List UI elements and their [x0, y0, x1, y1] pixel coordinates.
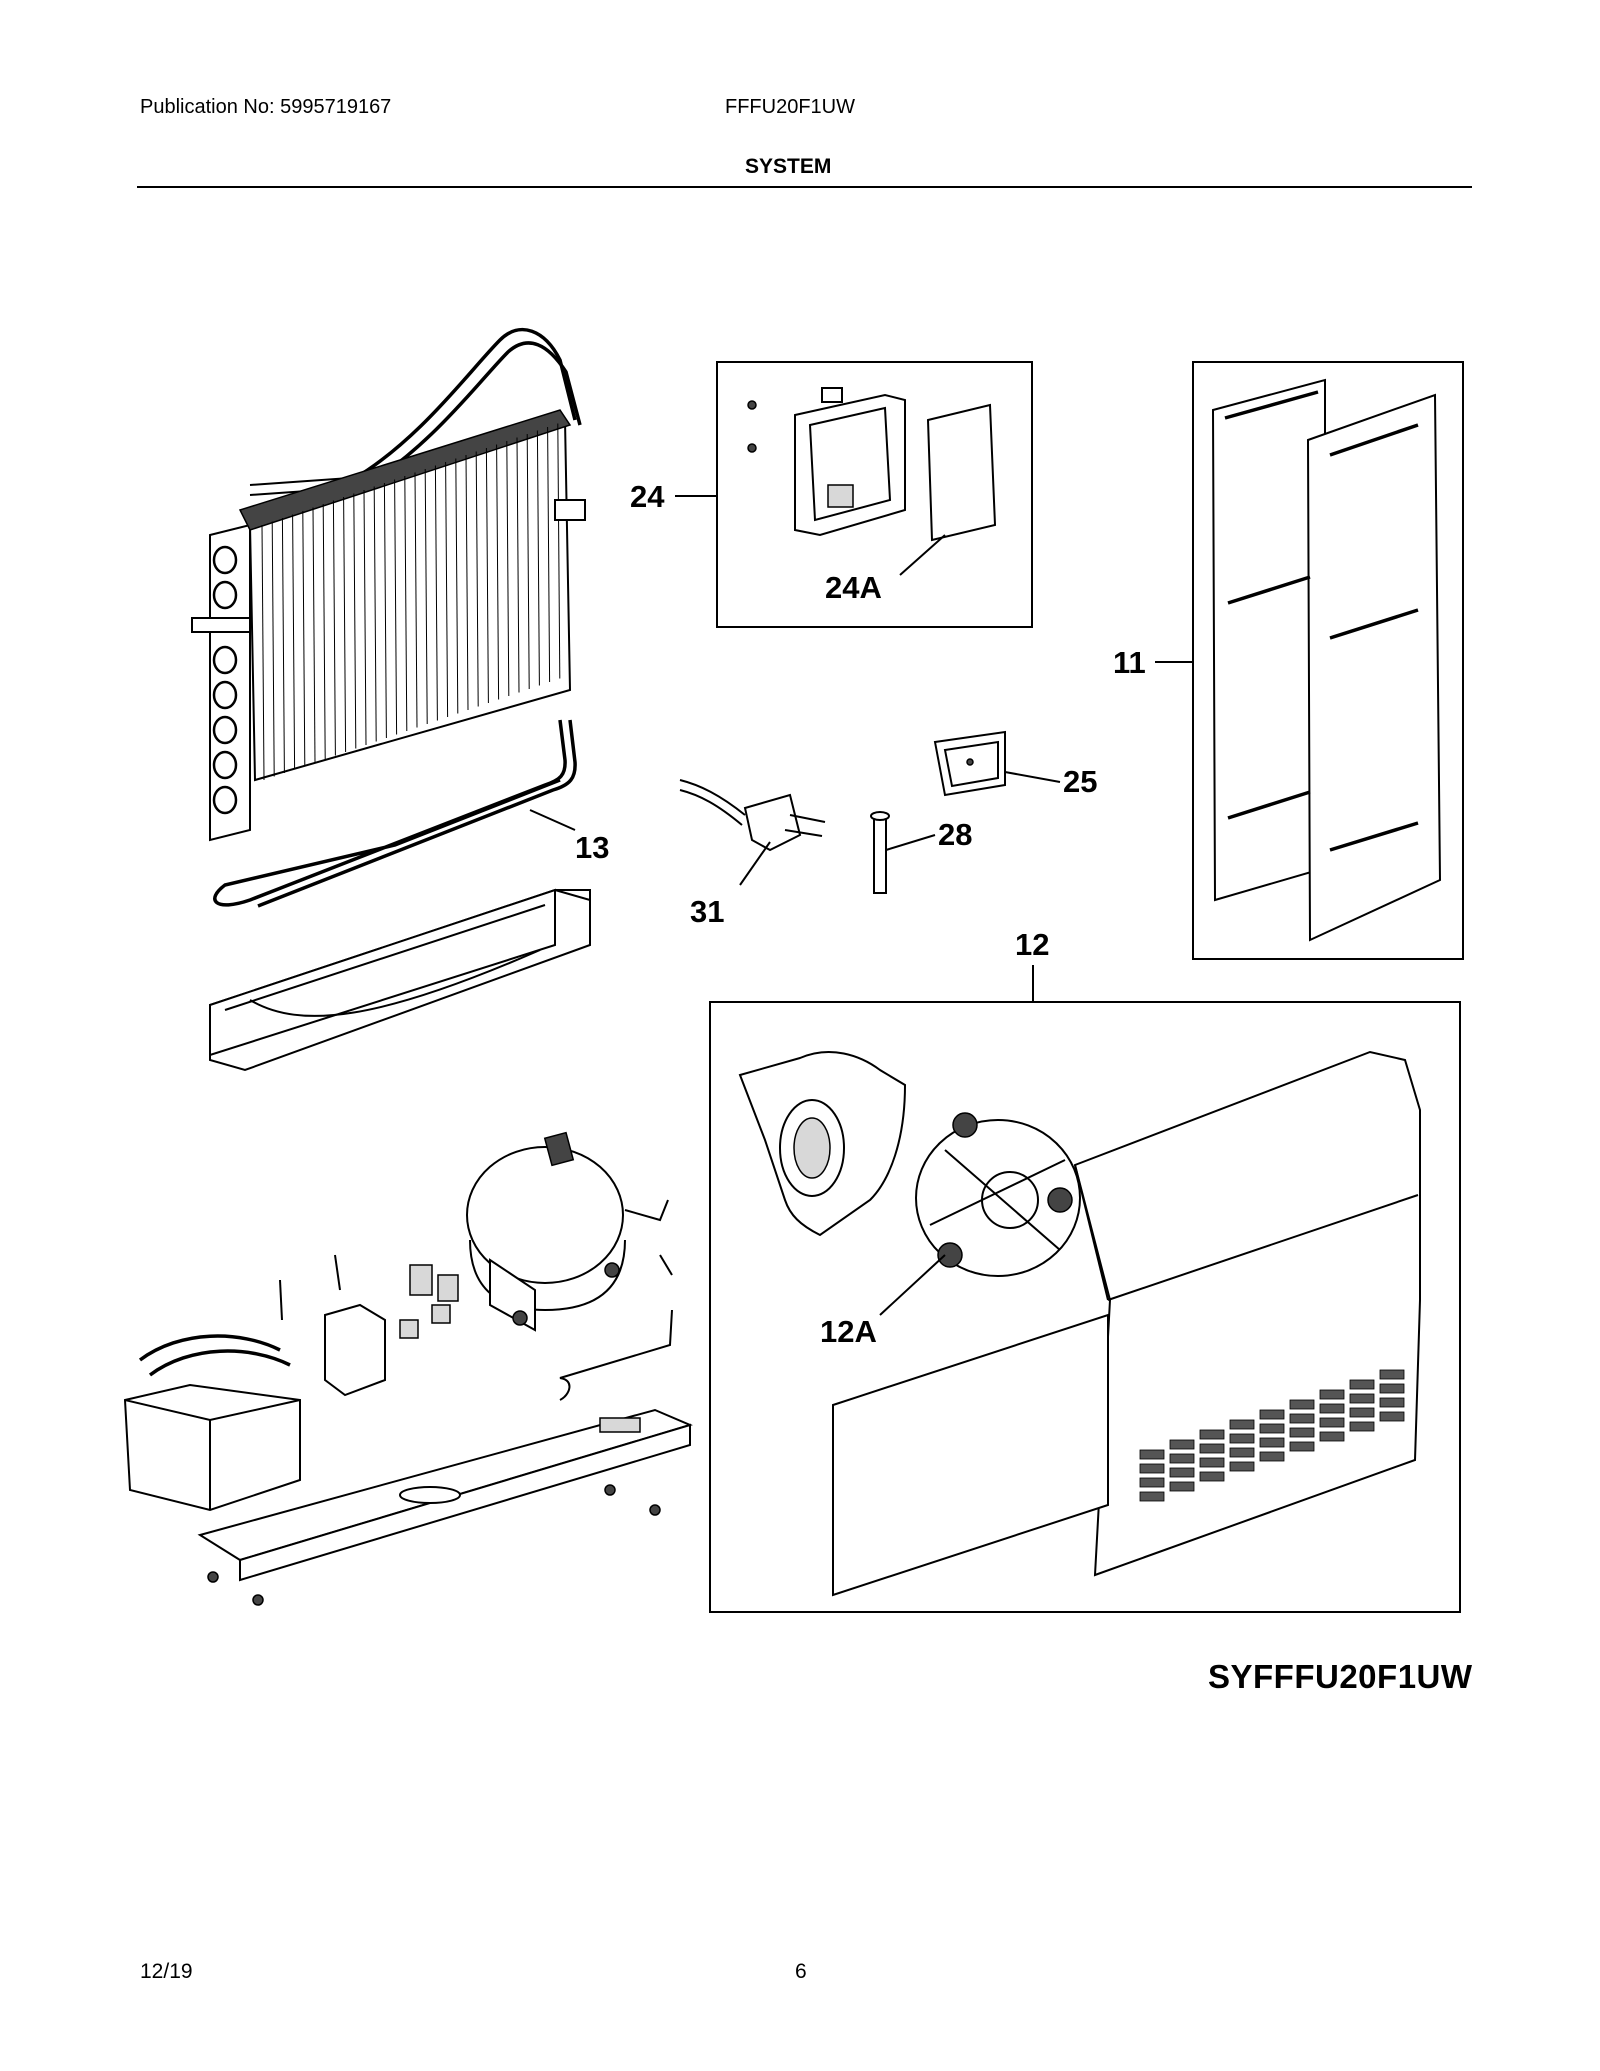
cover-25: [933, 730, 1006, 797]
rear-panel: [1073, 1050, 1421, 1577]
callout-13: 13: [575, 830, 609, 865]
leader-28: [885, 834, 936, 851]
leader-12a: [879, 1254, 946, 1316]
callout-28: 28: [938, 817, 972, 852]
tube-28: [870, 811, 890, 894]
page-number: 6: [795, 1960, 807, 1983]
relay-overload: [324, 1264, 459, 1397]
box-12: [709, 1001, 1461, 1613]
callout-12: 12: [1015, 927, 1049, 962]
drain-heater: [213, 719, 577, 908]
evaporator-coil: [191, 328, 586, 842]
leader-31: [739, 841, 771, 886]
box-11: [1192, 361, 1464, 960]
publication-number: Publication No: 5995719167: [140, 96, 392, 118]
leader-25: [1004, 771, 1061, 783]
tubing-parts: [279, 1254, 673, 1401]
callout-11: 11: [1113, 645, 1146, 680]
control-box: [747, 387, 906, 537]
footer-date: 12/19: [140, 1960, 193, 1983]
box-24: [716, 361, 1033, 628]
leader-24a: [899, 534, 946, 576]
section-title: SYSTEM: [745, 155, 832, 178]
callout-12a: 12A: [820, 1314, 877, 1349]
callout-25: 25: [1063, 764, 1097, 799]
screws: [207, 1484, 661, 1606]
insulation-sheet: [832, 1313, 1109, 1597]
evaporator-cover-panels: [1211, 378, 1442, 942]
compressor: [466, 1131, 669, 1332]
leader-13: [529, 809, 576, 831]
callout-24a: 24A: [825, 570, 882, 605]
diagram-code: SYFFFU20F1UW: [1208, 1658, 1473, 1695]
compressor-base-rail: [197, 1408, 693, 1582]
model-number: FFFU20F1UW: [725, 96, 855, 118]
power-cord: [679, 779, 826, 852]
drain-pan: [123, 1334, 301, 1512]
drain-trough: [209, 888, 591, 1072]
header-rule: [137, 186, 1472, 188]
cover-plate-24a: [926, 403, 997, 542]
callout-24: 24: [630, 479, 665, 514]
fan-motor-12a: [915, 1112, 1081, 1277]
callout-31: 31: [690, 894, 724, 929]
fan-shroud: [738, 1051, 907, 1237]
